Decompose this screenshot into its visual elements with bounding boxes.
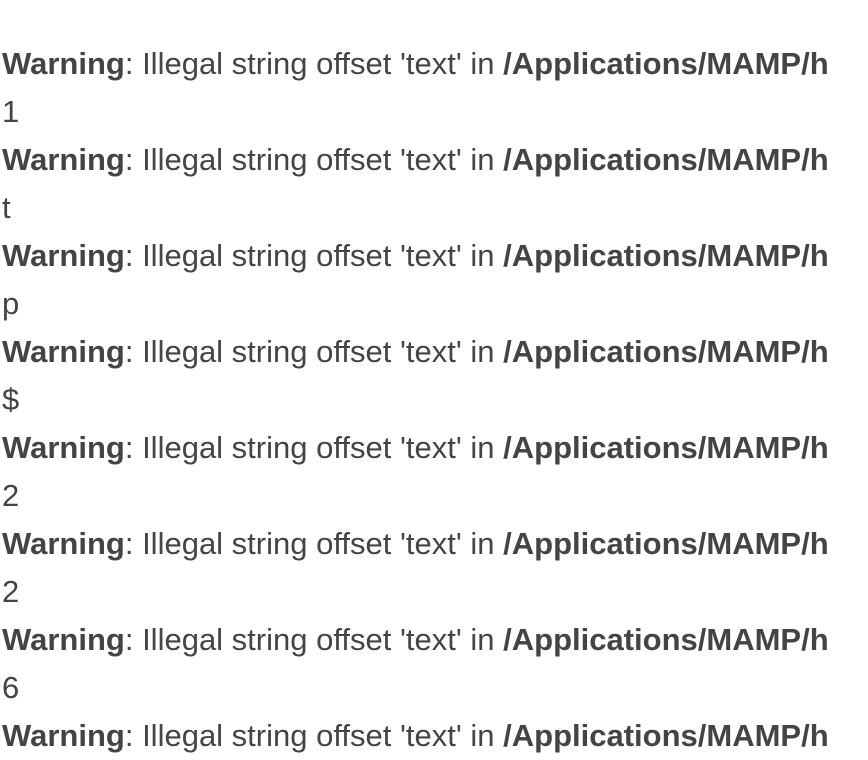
echoed-output-line: t <box>2 190 11 225</box>
echoed-output-line: $ <box>2 382 20 417</box>
file-path: /Applications/MAMP/h <box>503 238 829 273</box>
warning-label: Warning <box>2 46 125 81</box>
file-path: /Applications/MAMP/h <box>503 334 829 369</box>
echoed-output-line: p <box>2 286 20 321</box>
echoed-output-line: 2 <box>2 574 20 609</box>
warning-message: : Illegal string offset 'text' in <box>124 430 504 465</box>
warning-message: : Illegal string offset 'text' in <box>124 622 504 657</box>
warning-message: : Illegal string offset 'text' in <box>124 334 504 369</box>
warning-message: : Illegal string offset 'text' in <box>124 142 504 177</box>
php-warning-line: Warning: Illegal string offset 'text' in… <box>2 424 868 472</box>
php-warning-line: Warning: Illegal string offset 'text' in… <box>2 40 868 88</box>
warning-label: Warning <box>2 142 125 177</box>
file-path: /Applications/MAMP/h <box>503 46 829 81</box>
file-path: /Applications/MAMP/h <box>503 622 829 657</box>
warning-label: Warning <box>2 334 125 369</box>
php-warning-line: Warning: Illegal string offset 'text' in… <box>2 232 868 280</box>
warning-label: Warning <box>2 238 125 273</box>
file-path: /Applications/MAMP/h <box>503 718 829 753</box>
warning-label: Warning <box>2 430 125 465</box>
php-warning-line: Warning: Illegal string offset 'text' in… <box>2 328 868 376</box>
php-warning-line: Warning: Illegal string offset 'text' in… <box>2 712 868 760</box>
php-warning-line: Warning: Illegal string offset 'text' in… <box>2 520 868 568</box>
php-warning-line: Warning: Illegal string offset 'text' in… <box>2 616 868 664</box>
file-path: /Applications/MAMP/h <box>503 142 829 177</box>
php-warning-line: Warning: Illegal string offset 'text' in… <box>2 136 868 184</box>
file-path: /Applications/MAMP/h <box>503 430 829 465</box>
warning-message: : Illegal string offset 'text' in <box>124 46 504 81</box>
echoed-output-line: 2 <box>2 478 20 513</box>
echoed-output-line: 6 <box>2 670 20 705</box>
warning-message: : Illegal string offset 'text' in <box>124 238 504 273</box>
file-path: /Applications/MAMP/h <box>503 526 829 561</box>
echoed-output-line: 1 <box>2 94 20 129</box>
warning-label: Warning <box>2 526 125 561</box>
warning-label: Warning <box>2 622 125 657</box>
warning-message: : Illegal string offset 'text' in <box>124 526 504 561</box>
warning-label: Warning <box>2 718 125 753</box>
warning-message: : Illegal string offset 'text' in <box>124 718 504 753</box>
